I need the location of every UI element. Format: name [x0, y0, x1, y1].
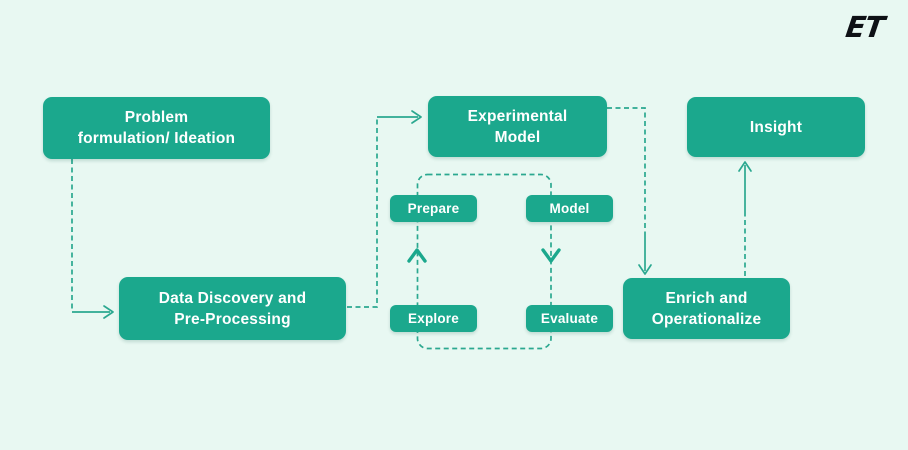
arrowhead-into-insight-icon — [738, 161, 752, 172]
chevron-up-icon — [407, 248, 427, 263]
node-label-line: formulation/ Ideation — [77, 130, 236, 147]
connector-discovery-to-experimental-dashed — [347, 118, 378, 308]
node-experimental-model: Experimental Model — [428, 96, 607, 157]
node-label-line: Prepare — [407, 201, 460, 216]
et-logo: ET — [844, 10, 887, 44]
node-insight: Insight — [687, 97, 865, 157]
node-label-line: Pre-Processing — [174, 310, 291, 328]
node-label-line: Model — [494, 128, 541, 146]
node-model: Model — [526, 195, 613, 222]
node-enrich-operationalize: Enrich and Operationalize — [623, 278, 790, 339]
node-problem-formulation: Problem formulation/ Ideation — [43, 97, 270, 159]
node-label-line: Enrich and — [665, 289, 748, 307]
node-label-line: Experimental — [467, 107, 568, 125]
node-prepare: Prepare — [390, 195, 477, 222]
node-label-line: Insight — [749, 118, 803, 136]
node-label-line: Explore — [408, 311, 459, 326]
arrowhead-into-discovery-icon — [103, 305, 114, 319]
node-explore: Explore — [390, 305, 477, 332]
chevron-down-icon — [541, 248, 561, 263]
node-data-discovery: Data Discovery and Pre-Processing — [119, 277, 346, 340]
node-label-line: Evaluate — [540, 311, 599, 326]
node-evaluate: Evaluate — [526, 305, 613, 332]
arrowhead-into-enrich-icon — [638, 264, 652, 275]
node-label-line: Data Discovery and — [158, 289, 307, 307]
node-label-line: Problem — [124, 109, 189, 126]
node-label-line: Operationalize — [651, 310, 762, 328]
node-label-line: Model — [549, 201, 590, 216]
arrowhead-into-experimental-icon — [411, 110, 422, 124]
